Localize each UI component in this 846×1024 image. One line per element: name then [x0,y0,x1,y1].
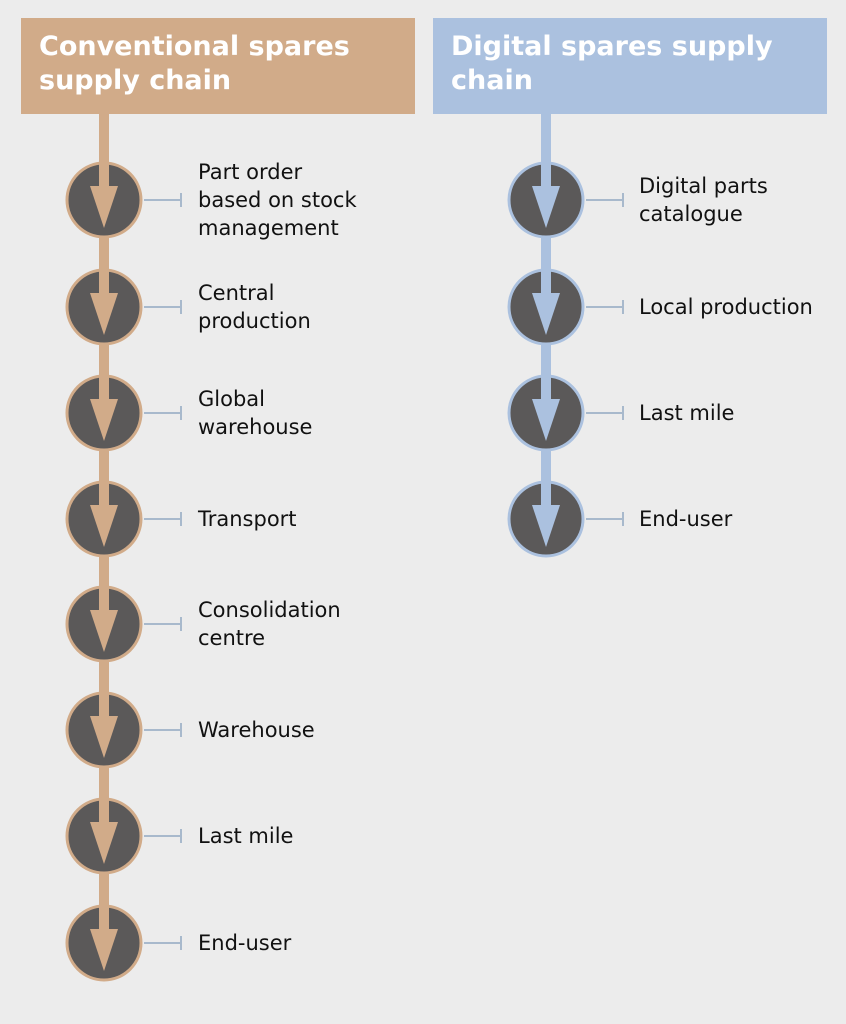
conventional-arrow-stem-3 [99,376,109,400]
conventional-step-label-8: End-user [198,931,292,955]
digital-arrow-1 [532,186,560,228]
conventional-step-label-3: Global warehouse [198,387,313,439]
conventional-step-label-5: Consolidation centre [198,598,341,650]
digital-arrow-2 [532,293,560,335]
digital-arrow-4 [532,505,560,547]
digital-arrow-stem-4 [541,482,551,506]
conventional-step-label-7: Last mile [198,824,294,848]
conventional-step-label-1: Part order based on stock management [198,160,357,240]
conventional-step-label-6: Warehouse [198,718,315,742]
digital-arrow-stem-1 [541,163,551,187]
digital-step-label-1: Digital parts catalogue [639,174,768,226]
conventional-arrow-7 [90,822,118,864]
digital-step-label-3: Last mile [639,401,735,425]
conventional-arrow-stem-1 [99,163,109,187]
conventional-arrow-1 [90,186,118,228]
digital-arrow-stem-2 [541,270,551,294]
conventional-arrow-stem-7 [99,799,109,823]
conventional-step-label-4: Transport [198,507,297,531]
digital-step-label-2: Local production [639,295,813,319]
digital-arrow-3 [532,399,560,441]
conventional-arrow-4 [90,505,118,547]
conventional-arrow-8 [90,929,118,971]
conventional-arrow-6 [90,716,118,758]
conventional-arrow-2 [90,293,118,335]
conventional-arrow-stem-8 [99,906,109,930]
conventional-chain-header: Conventional spares supply chain [21,18,415,114]
digital-chain-header: Digital spares supply chain [433,18,827,114]
conventional-arrow-stem-2 [99,270,109,294]
conventional-arrow-stem-5 [99,587,109,611]
conventional-arrow-5 [90,610,118,652]
conventional-arrow-stem-6 [99,693,109,717]
digital-arrow-stem-3 [541,376,551,400]
digital-step-label-4: End-user [639,507,733,531]
conventional-arrow-3 [90,399,118,441]
conventional-arrow-stem-4 [99,482,109,506]
conventional-step-label-2: Central production [198,281,311,333]
